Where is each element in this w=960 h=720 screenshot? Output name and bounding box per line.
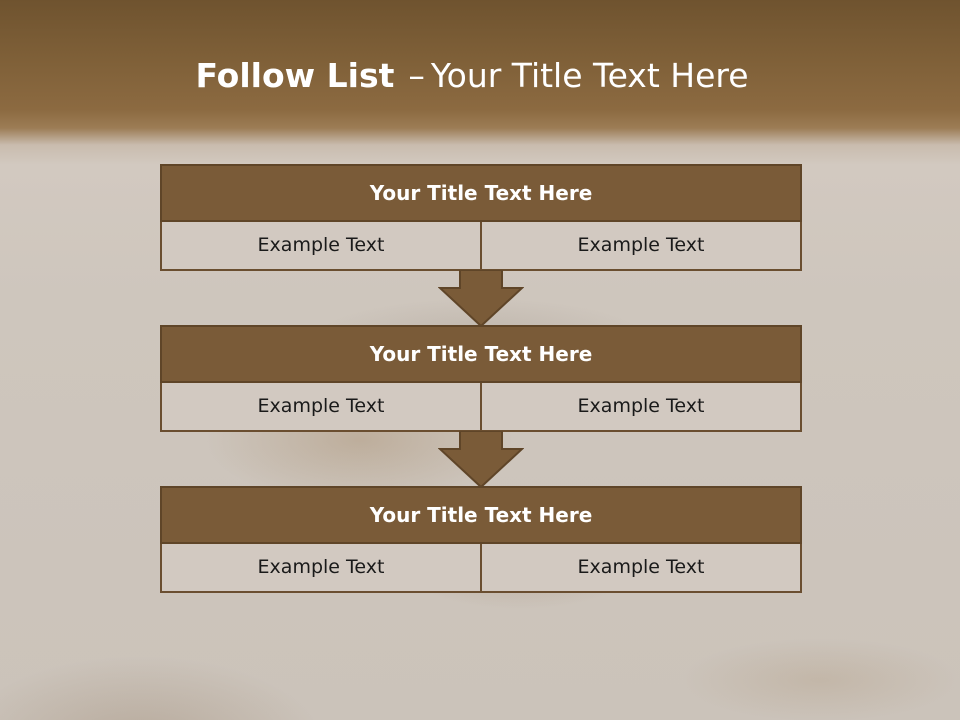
title-dash: – <box>408 56 425 95</box>
block-row: Example Text Example Text <box>160 544 802 593</box>
block-row: Example Text Example Text <box>160 222 802 271</box>
block-header: Your Title Text Here <box>160 164 802 222</box>
down-arrow-icon <box>438 270 524 328</box>
block-cell-left: Example Text <box>160 544 480 593</box>
list-block-3: Your Title Text Here Example Text Exampl… <box>160 486 802 593</box>
block-cell-left: Example Text <box>160 383 480 432</box>
block-cell-left: Example Text <box>160 222 480 271</box>
down-arrow-icon <box>438 431 524 489</box>
block-header: Your Title Text Here <box>160 486 802 544</box>
block-cell-right: Example Text <box>480 222 802 271</box>
list-block-2: Your Title Text Here Example Text Exampl… <box>160 325 802 432</box>
list-block-1: Your Title Text Here Example Text Exampl… <box>160 164 802 271</box>
title-rest: Your Title Text Here <box>430 56 749 95</box>
slide-title: Follow List–Your Title Text Here <box>0 52 944 100</box>
title-bold: Follow List <box>195 56 395 95</box>
block-cell-right: Example Text <box>480 383 802 432</box>
block-header: Your Title Text Here <box>160 325 802 383</box>
block-cell-right: Example Text <box>480 544 802 593</box>
block-row: Example Text Example Text <box>160 383 802 432</box>
